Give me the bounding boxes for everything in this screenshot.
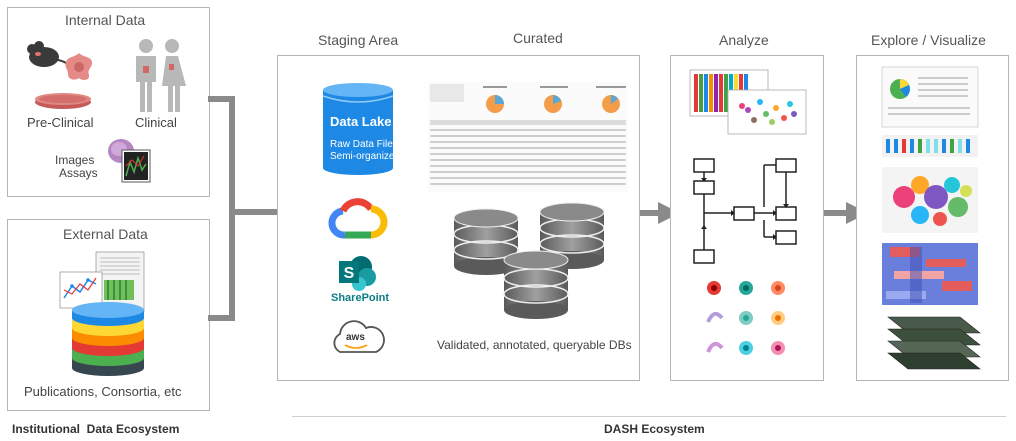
petri-dish-icon — [35, 93, 91, 109]
dash-ecosystem-label: DASH Ecosystem — [604, 422, 705, 436]
images-label: Images — [55, 153, 95, 167]
svg-text:S: S — [344, 265, 355, 282]
external-caption: Publications, Consortia, etc — [24, 384, 182, 399]
pre-clinical-label: Pre-Clinical — [27, 115, 94, 130]
aws-label: aws — [346, 332, 365, 343]
explore-title: Explore / Visualize — [871, 32, 986, 48]
institutional-ecosystem-label: Institutional Data Ecosystem — [12, 422, 180, 436]
external-data-title: External Data — [63, 226, 148, 242]
aws-cloud-icon — [333, 320, 385, 353]
internal-data-title: Internal Data — [65, 12, 146, 28]
data-lake-sub1: Raw Data Files — [330, 139, 398, 150]
assays-label: Assays — [59, 166, 98, 180]
cell-types-icon — [706, 281, 785, 355]
sharepoint-label: SharePoint — [331, 292, 390, 304]
staging-area-title: Staging Area — [318, 32, 399, 48]
analysis-flowchart — [693, 158, 797, 264]
analyze-title: Analyze — [719, 32, 769, 48]
data-lake-title: Data Lake — [330, 114, 392, 129]
data-lake-sub2: Semi-organized — [330, 151, 401, 162]
google-cloud-icon — [328, 198, 388, 239]
explore-visuals-thumbnail — [881, 66, 981, 370]
analyze-plots-thumbnail — [689, 69, 807, 135]
curated-caption: Validated, annotated, queryable DBs — [437, 338, 632, 352]
curated-title: Curated — [513, 30, 563, 46]
dash-divider — [292, 416, 1006, 417]
database-stack-icon — [72, 302, 144, 376]
aws-smile-icon — [344, 344, 368, 349]
clinical-people-icon — [136, 39, 186, 112]
clinical-label: Clinical — [135, 115, 177, 130]
tissue-image-icon — [108, 139, 151, 183]
cell-icon — [65, 53, 92, 80]
curated-databases-icon — [453, 202, 605, 319]
curated-dashboard-thumbnail — [428, 82, 628, 192]
sharepoint-icon: S — [339, 256, 376, 291]
data-lake-icon — [322, 83, 394, 175]
